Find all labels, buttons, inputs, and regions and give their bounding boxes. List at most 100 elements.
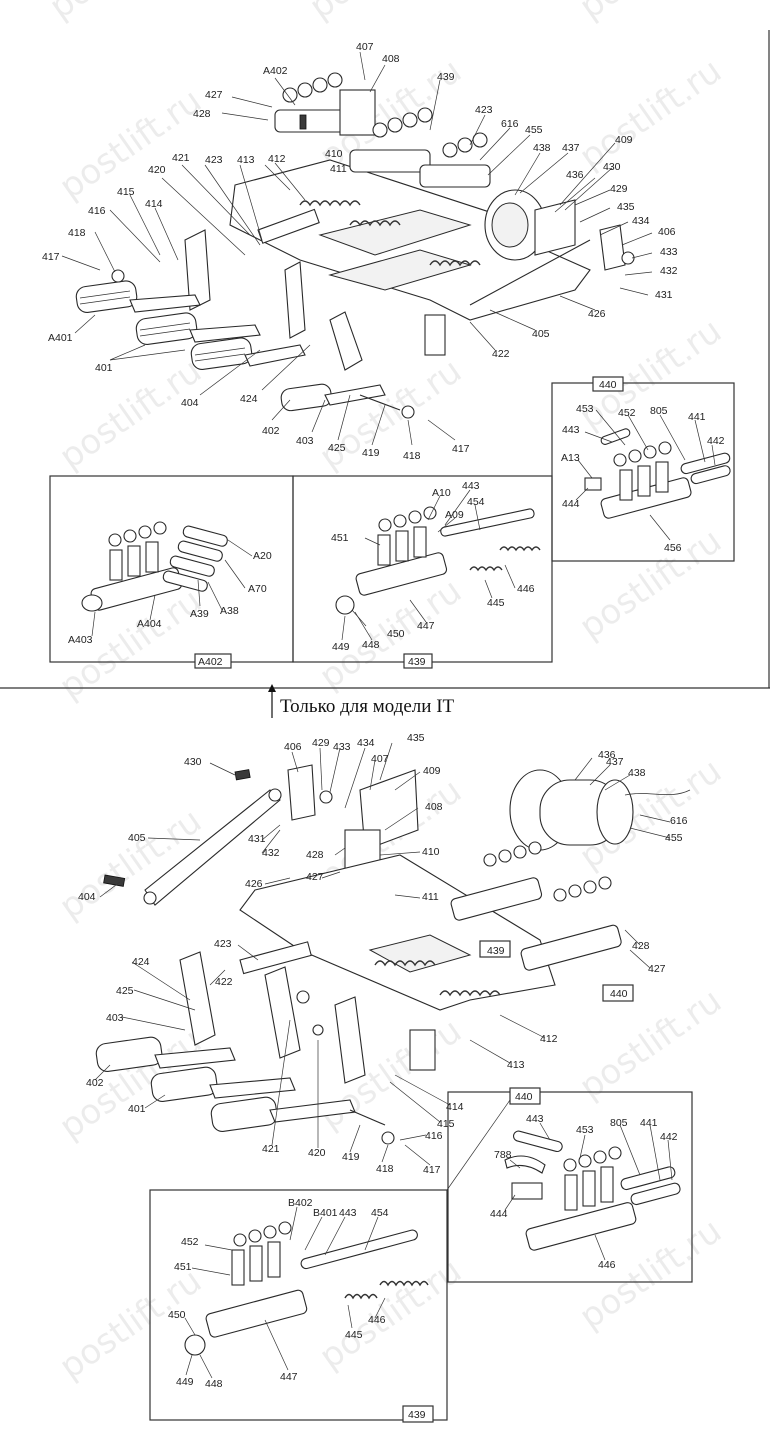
part-label: 445	[345, 1329, 363, 1341]
inset-tag: 440	[515, 1091, 533, 1103]
bracket-406	[287, 764, 316, 821]
part-label: 423	[475, 104, 493, 116]
part-label: 434	[632, 215, 650, 227]
part-label: A401	[48, 332, 73, 344]
part-label: 616	[501, 118, 519, 130]
bottom-callouts: 406 429 433 434 435 436 437 438 430 407 …	[78, 732, 688, 1176]
part-label: A402	[263, 65, 288, 77]
part-label: 431	[248, 833, 266, 845]
part-label: 410	[325, 148, 343, 160]
part-label: 456	[664, 542, 682, 554]
watermark: postlift.ru	[302, 0, 459, 27]
valve-block	[450, 841, 543, 921]
part-label: 427	[306, 871, 324, 883]
part-label: 441	[688, 411, 706, 423]
part-label: 438	[628, 767, 646, 779]
part-label: 805	[610, 1117, 628, 1129]
spring	[439, 990, 501, 997]
part-label: 426	[588, 308, 606, 320]
part-label: 409	[615, 134, 633, 146]
part-label: 444	[562, 498, 580, 510]
part-label: 406	[284, 741, 302, 753]
inset-box-440-top: 440 453 452 805 44	[551, 376, 735, 562]
part-label: 419	[342, 1151, 360, 1163]
valve-block	[349, 107, 433, 173]
part-label: 422	[215, 976, 233, 988]
watermark: postlift.ru	[312, 1251, 469, 1377]
part-label: 443	[339, 1207, 357, 1219]
bottom-leaders	[94, 742, 671, 1166]
part-label: 805	[650, 405, 668, 417]
pedal-bracket	[329, 311, 363, 371]
part-label: 451	[174, 1261, 192, 1273]
part-label: 450	[168, 1309, 186, 1321]
part-label: 433	[660, 246, 678, 258]
part-label: 455	[665, 832, 683, 844]
part-label: 433	[333, 741, 351, 753]
part-label: B402	[288, 1197, 313, 1209]
plate-slot	[318, 209, 472, 256]
valve-assembly	[504, 1130, 681, 1251]
part-label: 405	[128, 832, 146, 844]
part-label: 432	[262, 847, 280, 859]
part-label: 435	[407, 732, 425, 744]
part-label: 446	[368, 1314, 386, 1326]
pedal-bracket	[334, 996, 366, 1084]
inset-box-439-top: 439 A10 443 45	[292, 475, 553, 669]
shaft	[359, 394, 401, 411]
part-label: 451	[331, 532, 349, 544]
bracket-406	[599, 224, 626, 271]
part-label: 445	[487, 597, 505, 609]
nut	[621, 251, 635, 265]
watermark: postlift.ru	[572, 521, 729, 647]
part-label: 432	[660, 265, 678, 277]
part-label: 422	[492, 348, 510, 360]
model-note-caption: Только для модели IT	[280, 696, 455, 717]
part-label: 413	[507, 1059, 525, 1071]
part-label: 404	[181, 397, 199, 409]
part-label: A09	[445, 509, 464, 521]
part-label: 426	[245, 878, 263, 890]
part-label: 428	[193, 108, 211, 120]
part-label: 402	[262, 425, 280, 437]
part-label: 428	[632, 940, 650, 952]
top-callouts: 407 408 A402 427 428 439 423 616 455 410…	[42, 41, 678, 462]
part-label: 421	[172, 152, 190, 164]
part-label: 421	[262, 1143, 280, 1155]
part-label: 430	[184, 756, 202, 768]
pedal	[280, 383, 386, 412]
pedal	[210, 1096, 356, 1132]
microswitch-box	[339, 89, 376, 136]
part-label: 416	[88, 205, 106, 217]
part-label: 417	[452, 443, 470, 455]
part-label: 439	[487, 945, 505, 957]
part-label: 407	[356, 41, 374, 53]
part-label: 443	[462, 480, 480, 492]
washer	[381, 1131, 395, 1145]
part-label: 429	[312, 737, 330, 749]
part-label: 418	[376, 1163, 394, 1175]
washer	[401, 405, 415, 419]
part-label: 447	[280, 1371, 298, 1383]
part-label: 407	[371, 753, 389, 765]
part-label: 430	[603, 161, 621, 173]
part-label: A38	[220, 605, 239, 617]
support-plate	[424, 314, 446, 356]
inset-tag: 440	[599, 379, 617, 391]
valve-block	[419, 132, 491, 188]
part-label: 412	[540, 1033, 558, 1045]
valve-assembly	[335, 506, 535, 615]
part-label: A403	[68, 634, 93, 646]
watermark: postlift.ru	[572, 0, 729, 27]
part-label: 420	[308, 1147, 326, 1159]
spring	[379, 1280, 429, 1287]
spring	[299, 200, 361, 207]
part-label: 431	[655, 289, 673, 301]
part-label: 450	[387, 628, 405, 640]
part-label: 616	[670, 815, 688, 827]
watermark: postlift.ru	[312, 351, 469, 477]
washer	[296, 990, 310, 1004]
inset-tag: A402	[198, 656, 223, 668]
inset-tag: 439	[408, 656, 426, 668]
